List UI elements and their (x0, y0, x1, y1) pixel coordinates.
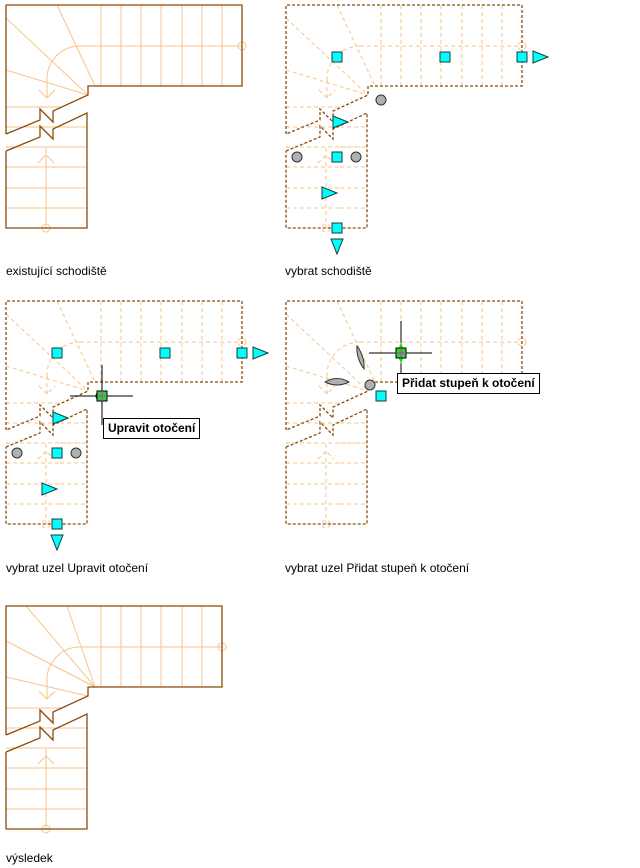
stair-outline (5, 111, 88, 229)
triangle-grip-icon[interactable] (50, 534, 64, 552)
crosshair-cursor-icon (70, 365, 133, 425)
triangle-grip-icon[interactable] (41, 482, 59, 496)
stair-outline (5, 4, 243, 135)
winder-riser (285, 69, 369, 96)
winder-riser (285, 17, 369, 96)
square-grip-icon[interactable] (331, 151, 343, 163)
panel-existing-stair (5, 4, 247, 233)
winder-riser (336, 4, 376, 87)
circle-grip-icon[interactable] (350, 151, 362, 163)
arrow-up-icon (37, 755, 55, 765)
winder-arc (326, 45, 361, 81)
stair-outline (5, 300, 243, 431)
caption-add-tread: vybrat uzel Přidat stupeň k otočení (285, 561, 470, 575)
tooltip-edit-winder: Upravit otočení (103, 418, 201, 439)
circle-grip-icon[interactable] (11, 447, 23, 459)
winder-riser (285, 313, 369, 392)
triangle-grip-icon[interactable] (252, 346, 270, 360)
stair-outline (285, 407, 368, 525)
stair-outline (5, 712, 88, 830)
stair-outline (5, 407, 88, 525)
winder-riser (5, 640, 96, 688)
panel-edit-winder (5, 300, 270, 552)
stair-outline (285, 4, 523, 135)
caption-select: vybrat schodiště (285, 264, 372, 278)
arrow-down-icon (38, 89, 56, 99)
winder-riser (5, 676, 89, 697)
square-grip-icon[interactable] (159, 347, 171, 359)
winder-riser (336, 300, 376, 383)
arrow-down-icon (318, 385, 336, 395)
tooltip-add-tread: Přidat stupeň k otočení (397, 373, 540, 394)
stair-outline (285, 111, 368, 229)
winder-riser (285, 365, 369, 392)
winder-riser (25, 605, 96, 688)
walk-line-end-icon (237, 337, 247, 347)
circle-grip-icon[interactable] (364, 379, 376, 391)
arrow-up-icon (37, 154, 55, 164)
walk-line-end-icon (517, 41, 527, 51)
panel-select-stair (285, 4, 550, 256)
caption-edit-winder: vybrat uzel Upravit otočení (6, 561, 149, 575)
caption-result: výsledek (6, 851, 53, 865)
winder-riser (66, 605, 96, 688)
stair-outline (285, 300, 523, 431)
arrow-down-icon (38, 385, 56, 395)
square-grip-icon[interactable] (51, 518, 63, 530)
square-grip-icon[interactable] (375, 390, 387, 402)
winder-arc (46, 45, 81, 81)
arrow-down-icon (38, 690, 56, 700)
square-grip-icon[interactable] (516, 51, 528, 63)
panel-add-tread (285, 300, 527, 529)
panel-result (5, 605, 227, 834)
circle-grip-icon[interactable] (291, 151, 303, 163)
triangle-grip-icon[interactable] (332, 115, 350, 129)
circle-grip-icon[interactable] (70, 447, 82, 459)
arrow-up-icon (37, 450, 55, 460)
winder-riser (5, 365, 89, 392)
square-grip-icon[interactable] (51, 447, 63, 459)
triangle-grip-icon[interactable] (321, 186, 339, 200)
winder-riser (56, 300, 96, 383)
walk-line-end-icon (517, 337, 527, 347)
square-grip-icon[interactable] (51, 347, 63, 359)
square-grip-icon[interactable] (439, 51, 451, 63)
winder-riser (5, 313, 89, 392)
caption-existing: existující schodiště (6, 264, 107, 278)
circle-grip-icon[interactable] (375, 94, 387, 106)
square-grip-icon[interactable] (331, 222, 343, 234)
winder-riser (56, 4, 96, 87)
winder-riser (5, 69, 89, 96)
stair-outline (5, 605, 223, 736)
square-grip-icon[interactable] (331, 51, 343, 63)
triangle-grip-icon[interactable] (330, 238, 344, 256)
arrow-up-icon (317, 154, 335, 164)
winder-riser (5, 17, 89, 96)
winder-arc (46, 341, 81, 377)
arrow-up-icon (317, 450, 335, 460)
square-grip-icon[interactable] (236, 347, 248, 359)
lens-grip-icon[interactable] (323, 378, 351, 386)
lens-grip-icon[interactable] (356, 344, 365, 371)
triangle-grip-icon[interactable] (52, 411, 70, 425)
arrow-down-icon (318, 89, 336, 99)
triangle-grip-icon[interactable] (532, 50, 550, 64)
winder-arc (326, 341, 361, 377)
winder-arc (46, 646, 81, 682)
